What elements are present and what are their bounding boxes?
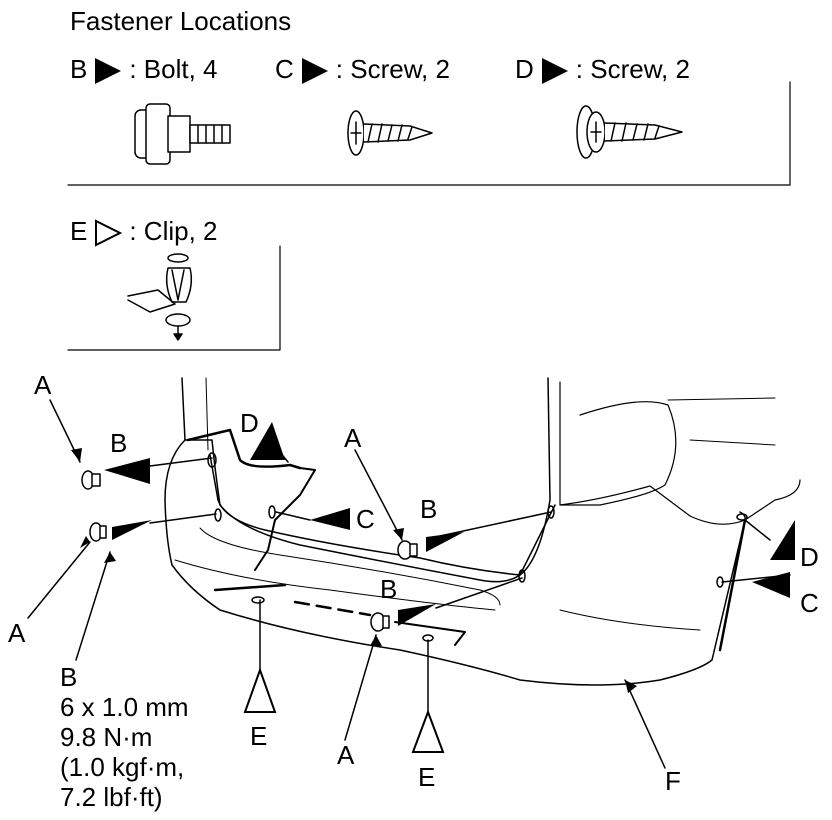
callout-a-lower: A xyxy=(337,740,355,770)
callout-a-middle: A xyxy=(344,423,362,453)
clip-a-lower xyxy=(370,612,390,632)
legend-c-letter: C xyxy=(275,54,294,84)
spec-size: 6 x 1.0 mm xyxy=(60,692,189,722)
filled-triangle-icon xyxy=(95,58,122,85)
legend-b-letter: B xyxy=(70,54,88,84)
callout-b-middle: B xyxy=(420,494,438,524)
callout-e-left: E xyxy=(250,721,268,751)
callout-c-middle: C xyxy=(356,504,375,534)
callout-b-left-lower-marker xyxy=(112,520,152,540)
legend-e: E : Clip, 2 xyxy=(70,218,218,248)
spec-torque-nm: 9.8 N·m xyxy=(60,722,153,752)
clip-icon xyxy=(127,253,193,341)
callout-f: F xyxy=(665,766,681,796)
legend-c: C : Screw, 2 xyxy=(275,56,450,86)
clip-a-left-upper xyxy=(81,470,101,490)
callout-d-upper: D xyxy=(240,408,259,438)
callout-c-right-marker xyxy=(752,572,790,598)
legend-c-text: : Screw, 2 xyxy=(335,54,450,84)
legend-d: D : Screw, 2 xyxy=(515,56,690,86)
callout-b-left-upper-marker xyxy=(104,458,150,484)
spec-letter: B xyxy=(60,662,78,692)
clip-a-middle xyxy=(397,540,418,560)
callout-a-left-lower: A xyxy=(8,618,26,648)
callout-e-right-marker xyxy=(411,709,445,753)
legend-b-text: : Bolt, 4 xyxy=(129,54,218,84)
spec-torque-lbf: 7.2 lbf·ft) xyxy=(60,782,163,812)
legend-b: B : Bolt, 4 xyxy=(70,56,218,86)
callout-b-left-upper: B xyxy=(110,428,128,458)
filled-triangle-icon xyxy=(541,58,568,85)
callout-e-right: E xyxy=(418,762,436,792)
bolt-icon xyxy=(134,103,231,165)
filled-triangle-icon xyxy=(301,58,328,85)
callout-d-right-marker xyxy=(770,520,795,560)
legend-e-text: : Clip, 2 xyxy=(129,216,218,246)
callout-b-middle-marker xyxy=(426,532,464,552)
callout-d-right: D xyxy=(800,542,819,572)
clip-box-frame xyxy=(67,245,281,351)
callout-b-lower: B xyxy=(380,574,398,604)
legend-e-letter: E xyxy=(70,216,88,246)
spec-torque-kgf: (1.0 kgf·m, xyxy=(60,752,185,782)
washer-screw-icon xyxy=(576,105,683,159)
diagram-title: Fastener Locations xyxy=(70,6,292,36)
callout-c-right: C xyxy=(800,588,819,618)
callout-b-lower-marker xyxy=(398,604,436,626)
screw-icon xyxy=(347,110,433,156)
clip-a-left-lower xyxy=(89,522,107,542)
legend-d-letter: D xyxy=(515,54,534,84)
legend-d-text: : Screw, 2 xyxy=(575,54,690,84)
callout-a-left-upper: A xyxy=(34,370,52,400)
callout-e-left-marker xyxy=(243,667,277,713)
callout-c-middle-marker xyxy=(310,508,350,530)
outline-triangle-icon xyxy=(95,219,123,247)
legend-box-frame xyxy=(67,81,791,186)
callout-d-upper-marker xyxy=(250,422,285,460)
